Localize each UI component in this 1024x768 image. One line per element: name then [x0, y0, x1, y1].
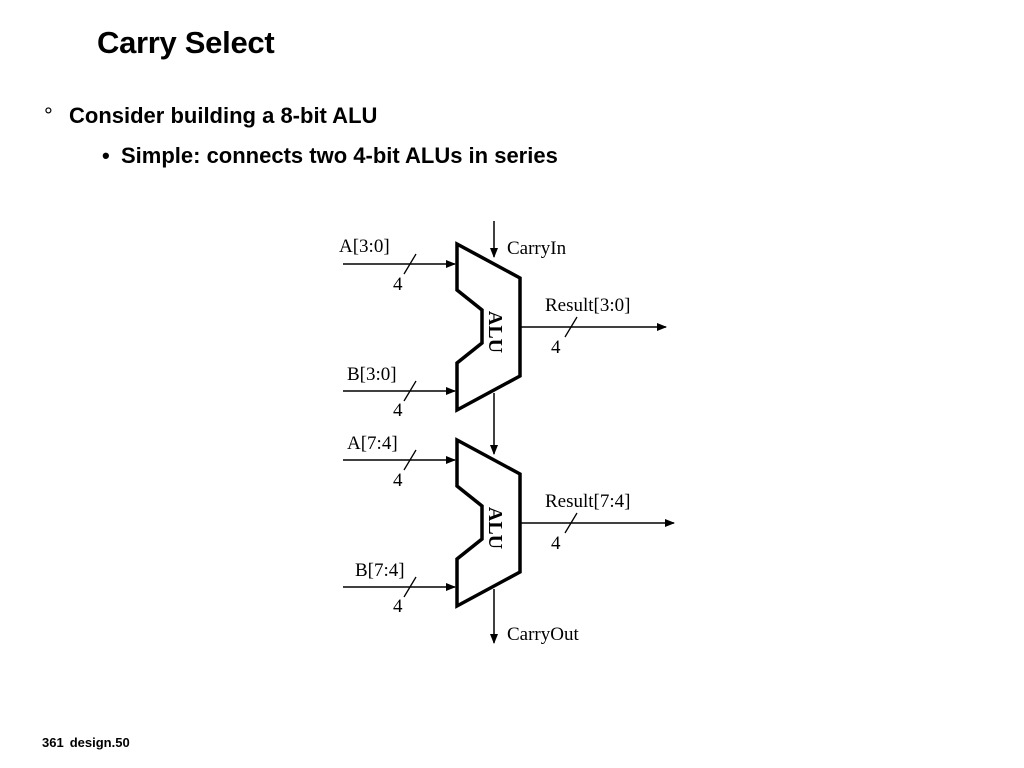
result-high-width: 4: [551, 533, 561, 554]
bullet-text: Consider building a 8-bit ALU: [69, 103, 378, 128]
bus-slash: [403, 253, 417, 275]
alu-bottom: ALU A[7:4] 4 B[7:4] 4 Result[7:4] 4 Carr…: [343, 433, 675, 645]
sub-bullet-item: • Simple: connects two 4-bit ALUs in seri…: [102, 143, 558, 169]
alu-bottom-body: [455, 437, 522, 609]
input-a-low-width: 4: [393, 274, 403, 295]
input-b-high-label: B[7:4]: [355, 560, 405, 581]
file-name: design.50: [69, 735, 130, 750]
sub-bullet-marker: •: [102, 143, 110, 168]
alu-bottom-label: ALU: [484, 507, 506, 549]
result-high-label: Result[7:4]: [545, 491, 631, 512]
alu-top-label: ALU: [484, 311, 506, 353]
bus-slash: [403, 380, 417, 402]
result-low-width: 4: [551, 337, 561, 358]
bus-slash: [564, 316, 578, 338]
alu-top: ALU CarryIn A[3:0] 4 B[3:0] 4 Result[3:0…: [339, 221, 667, 421]
sub-bullet-text: Simple: connects two 4-bit ALUs in serie…: [121, 143, 558, 168]
carry-in-label: CarryIn: [507, 238, 567, 259]
bullet-item: ° Consider building a 8-bit ALU: [44, 103, 377, 129]
input-a-high-width: 4: [393, 470, 403, 491]
input-a-high-label: A[7:4]: [347, 433, 398, 454]
bus-slash: [564, 512, 578, 534]
alu-top-body: [455, 241, 522, 413]
bullet-marker: °: [44, 103, 53, 128]
bus-slash: [403, 449, 417, 471]
result-low-label: Result[3:0]: [545, 295, 631, 316]
input-b-high-width: 4: [393, 596, 403, 617]
input-b-low-label: B[3:0]: [347, 364, 397, 385]
input-a-low-label: A[3:0]: [339, 236, 390, 257]
input-b-low-width: 4: [393, 400, 403, 421]
page-number: 361: [42, 735, 64, 750]
slide-title: Carry Select: [97, 25, 275, 60]
bus-slash: [403, 576, 417, 598]
slide-footer: 361 design.50: [42, 735, 130, 750]
carry-out-label: CarryOut: [507, 624, 579, 645]
